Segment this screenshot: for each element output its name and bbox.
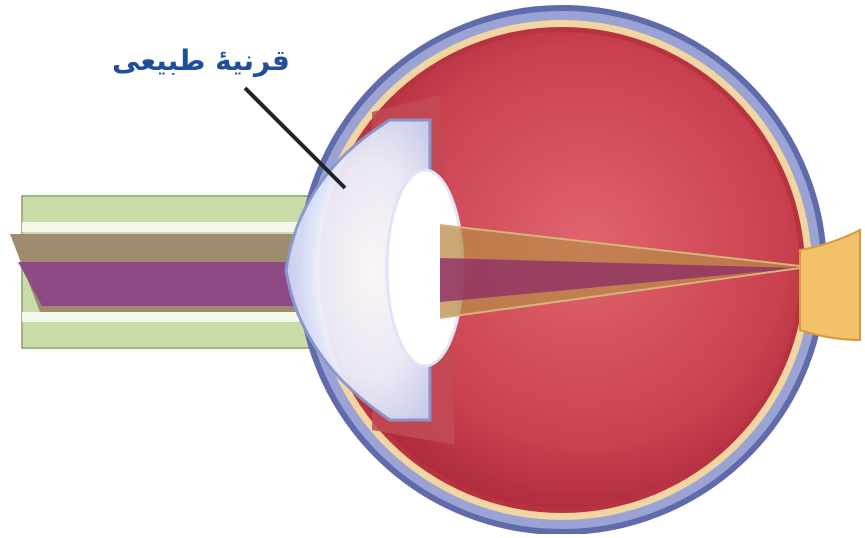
beam-white-bottom: [22, 312, 322, 322]
eyeball: [286, 8, 860, 532]
cornea-pointer-line: [245, 88, 345, 188]
beam-white-top: [22, 222, 322, 232]
beam-purple: [18, 262, 322, 306]
incoming-light-beams: [10, 196, 322, 348]
cornea-label: قرنیهٔ طبیعی: [112, 44, 290, 77]
